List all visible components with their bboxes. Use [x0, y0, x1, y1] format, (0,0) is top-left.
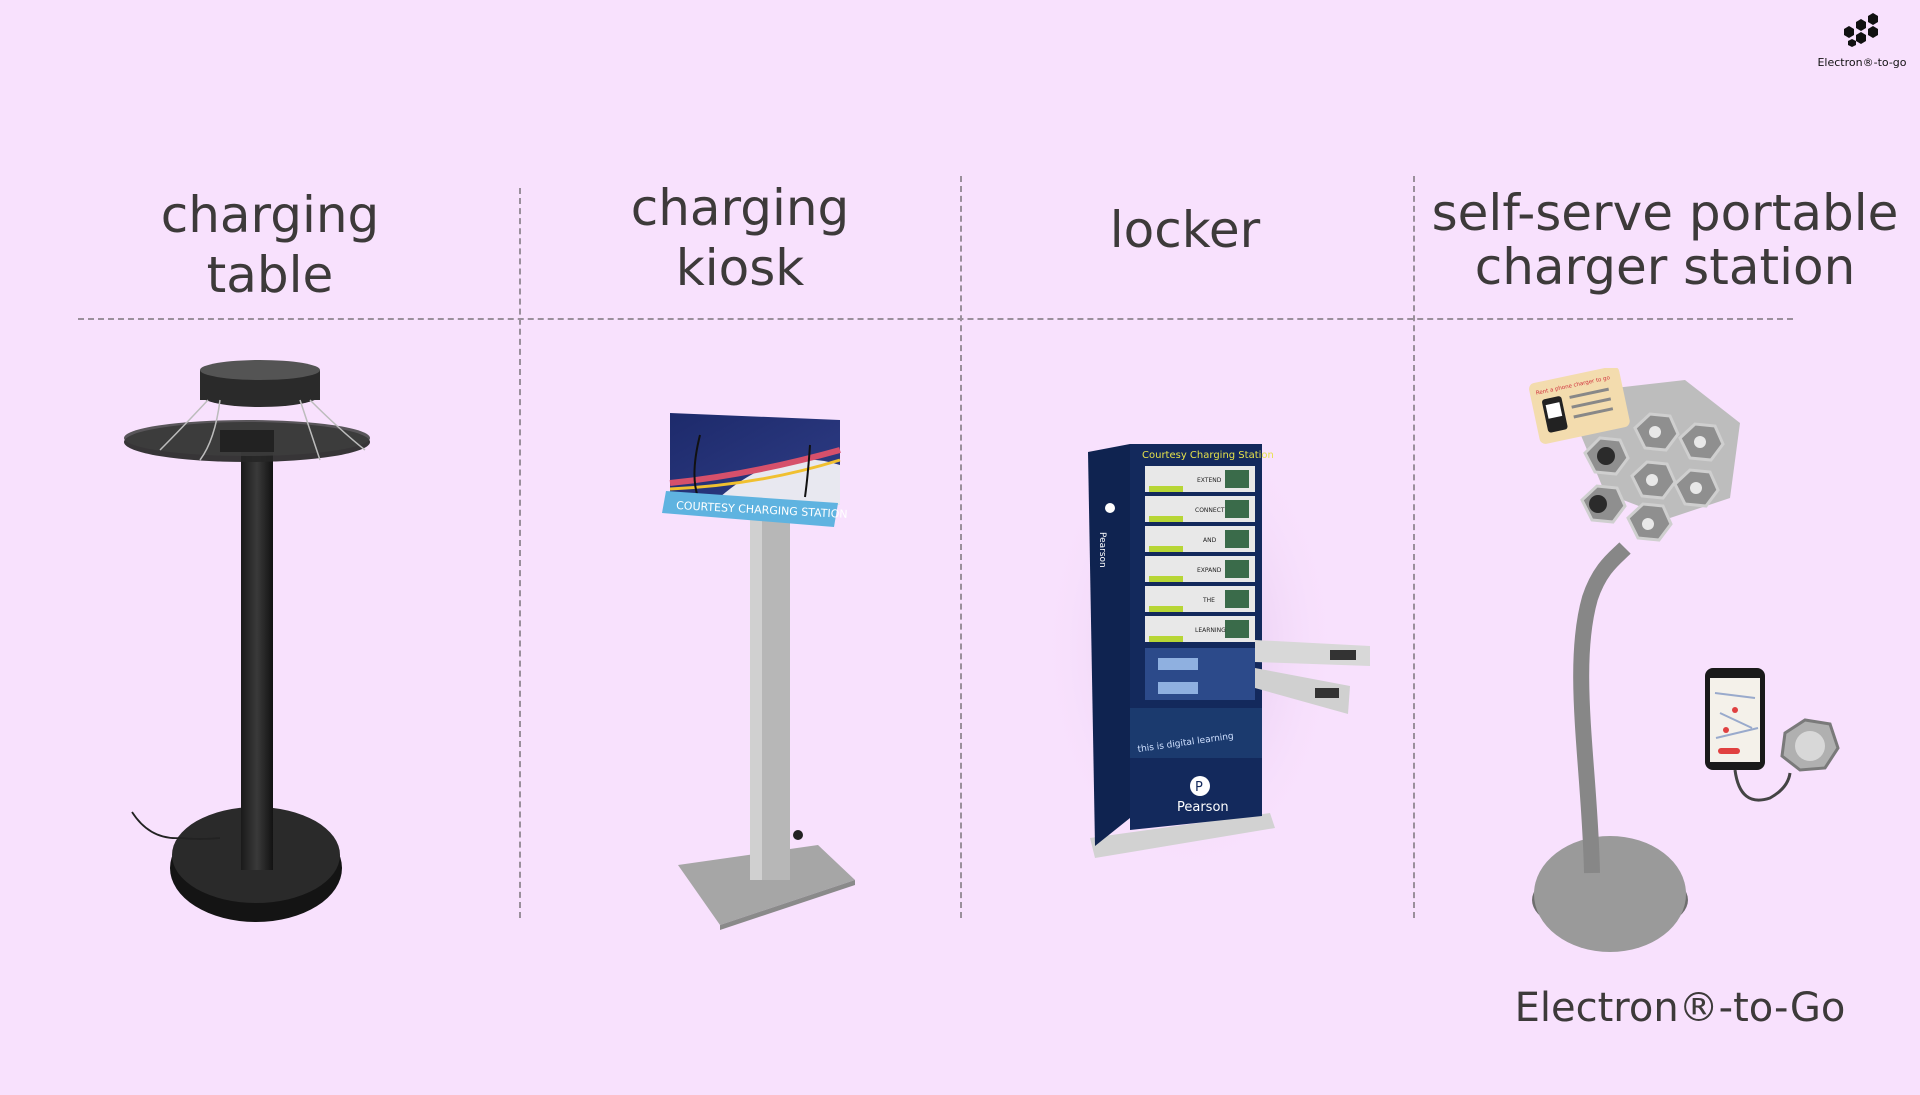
locker-side-brand: Pearson: [1097, 532, 1107, 568]
locker-slot-word: EXPAND: [1197, 567, 1222, 574]
vertical-divider-2: [960, 176, 962, 918]
charging-table-illustration: [124, 360, 370, 922]
horizontal-divider: [78, 318, 1793, 320]
locker-slot-word: THE: [1202, 597, 1215, 604]
heading-locker: locker: [1109, 201, 1261, 259]
heading-portable-charger-station: self-serve portable charger station: [1431, 184, 1899, 296]
vertical-divider-1: [519, 188, 521, 918]
charging-locker-illustration: Courtesy Charging Station EXTEND CONNECT…: [1040, 418, 1370, 878]
brand-logo: Electron®-to-go: [1812, 8, 1912, 74]
logo-text: Electron®-to-go: [1817, 56, 1907, 69]
locker-slots: EXTEND CONNECT AND EXPAND THE LEARNING: [1145, 466, 1255, 642]
locker-brand: Pearson: [1177, 800, 1229, 815]
portable-charger-station-illustration: Rent a phone charger to go: [1529, 368, 1840, 952]
heading-charging-kiosk: charging kiosk: [630, 179, 850, 297]
locker-p-mark: P: [1195, 780, 1203, 795]
charging-kiosk-illustration: COURTESY CHARGING STATION: [662, 413, 855, 930]
locker-slot-word: EXTEND: [1197, 477, 1222, 484]
honeycomb-logo-icon: [1844, 13, 1878, 47]
locker-slot-word: AND: [1203, 537, 1217, 544]
locker-slot-word: LEARNING: [1195, 627, 1226, 634]
vertical-divider-3: [1413, 176, 1415, 918]
heading-charging-table: charging table: [160, 186, 380, 304]
brand-caption: Electron®-to-Go: [1514, 985, 1846, 1031]
locker-slot-word: CONNECT: [1195, 507, 1225, 514]
locker-header-text: Courtesy Charging Station: [1142, 450, 1274, 461]
